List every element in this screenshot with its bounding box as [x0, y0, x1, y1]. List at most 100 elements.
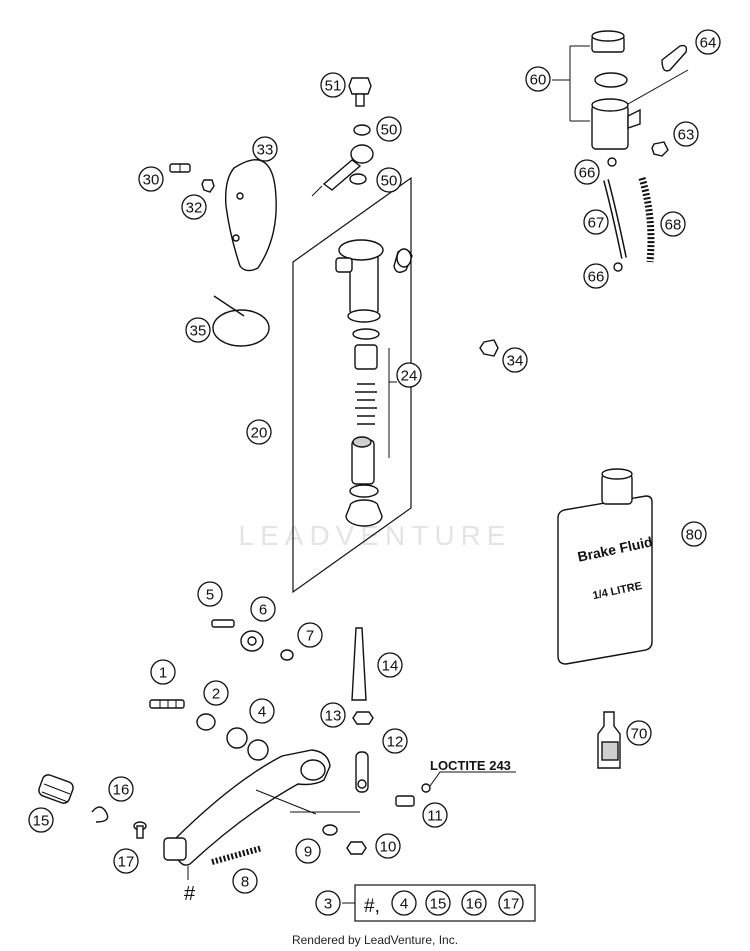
svg-text:33: 33 [257, 142, 274, 159]
svg-text:80: 80 [686, 527, 703, 544]
callout-50-bottom[interactable]: 50 [376, 167, 402, 193]
callout-35[interactable]: 35 [185, 317, 211, 343]
spring-8[interactable] [211, 845, 263, 865]
callout-68[interactable]: 68 [660, 211, 686, 237]
pin-17[interactable] [133, 821, 147, 839]
callout-50-top[interactable]: 50 [376, 116, 402, 142]
spring-16[interactable] [91, 806, 109, 823]
banjo-bolt[interactable] [348, 77, 372, 107]
reservoir-bracket[interactable] [661, 44, 688, 72]
svg-text:34: 34 [507, 353, 524, 370]
callout-7[interactable]: 7 [297, 622, 323, 648]
svg-text:32: 32 [186, 200, 203, 217]
brake-fluid-bottle[interactable]: Brake Fluid 1/4 LITRE [557, 468, 654, 665]
callout-15[interactable]: 15 [28, 807, 54, 833]
pedal-tip-15[interactable] [37, 773, 75, 805]
nut-13[interactable] [352, 711, 374, 725]
callout-63[interactable]: 63 [673, 121, 699, 147]
callout-70[interactable]: 70 [626, 720, 652, 746]
pin-14[interactable] [351, 627, 367, 701]
loctite-bottle[interactable] [597, 711, 621, 769]
svg-text:7: 7 [306, 628, 314, 645]
sealing-washers[interactable] [349, 124, 371, 185]
svg-text:35: 35 [190, 323, 207, 340]
washer-9[interactable] [322, 824, 338, 836]
washer-2[interactable] [196, 713, 216, 731]
protection-hose[interactable] [638, 176, 655, 263]
svg-text:50: 50 [381, 173, 398, 190]
callout-4[interactable]: 4 [249, 698, 275, 724]
kit-part-16[interactable]: 16 [461, 890, 487, 916]
callout-8[interactable]: 8 [232, 868, 258, 894]
callout-33[interactable]: 33 [252, 136, 278, 162]
svg-text:50: 50 [381, 122, 398, 139]
callout-16[interactable]: 16 [108, 776, 134, 802]
kit-part-15[interactable]: 15 [425, 890, 451, 916]
svg-text:4: 4 [258, 704, 266, 721]
footer-credit: Rendered by LeadVenture, Inc. [292, 933, 458, 947]
callout-66-top[interactable]: 66 [574, 159, 600, 185]
svg-text:13: 13 [325, 708, 342, 725]
svg-text:17: 17 [118, 854, 135, 871]
callout-6[interactable]: 6 [250, 596, 276, 622]
kit-part-4[interactable]: 4 [391, 890, 417, 916]
screw-5[interactable] [211, 619, 235, 628]
svg-text:16: 16 [113, 782, 130, 799]
callout-9[interactable]: 9 [295, 838, 321, 864]
callout-5[interactable]: 5 [197, 581, 223, 607]
kit-part-17[interactable]: 17 [498, 890, 524, 916]
callout-64[interactable]: 64 [695, 29, 721, 55]
callout-30[interactable]: 30 [138, 166, 164, 192]
hose-clamp-66-bottom[interactable] [613, 262, 623, 272]
hose-fitting[interactable] [393, 248, 413, 273]
bolt-1[interactable] [149, 699, 185, 709]
reservoir-diaphragm[interactable] [594, 72, 628, 88]
clevis-12[interactable] [355, 751, 369, 793]
bolt-11[interactable] [395, 795, 415, 807]
callout-34[interactable]: 34 [502, 347, 528, 373]
callout-20[interactable]: 20 [246, 419, 272, 445]
bearings-4[interactable] [226, 727, 269, 761]
svg-text:4: 4 [400, 896, 408, 913]
svg-text:64: 64 [700, 35, 717, 52]
callout-10[interactable]: 10 [375, 833, 401, 859]
callout-66-bottom[interactable]: 66 [583, 263, 609, 289]
bushing-6[interactable] [240, 630, 264, 652]
svg-text:20: 20 [251, 425, 268, 442]
screw-63[interactable] [651, 141, 669, 157]
callout-2[interactable]: 2 [203, 680, 229, 706]
callout-12[interactable]: 12 [382, 728, 408, 754]
washer-7[interactable] [280, 649, 294, 661]
piston-kit-parts[interactable] [345, 328, 383, 527]
cable-tie[interactable] [212, 295, 270, 347]
svg-text:14: 14 [382, 658, 399, 675]
brake-pedal[interactable] [163, 749, 331, 866]
master-cylinder-body[interactable] [335, 239, 384, 323]
callout-3[interactable]: 3 [315, 890, 341, 916]
callout-11[interactable]: 11 [422, 802, 448, 828]
hose-clamp-66-top[interactable] [607, 157, 617, 167]
screw-30[interactable] [169, 163, 191, 173]
nut-32[interactable] [201, 179, 215, 193]
callout-17[interactable]: 17 [113, 848, 139, 874]
svg-text:8: 8 [241, 874, 249, 891]
cover-guard[interactable] [224, 159, 277, 272]
callout-24[interactable]: 24 [396, 362, 422, 388]
callout-1[interactable]: 1 [150, 659, 176, 685]
callout-67[interactable]: 67 [583, 209, 609, 235]
svg-text:17: 17 [503, 896, 520, 913]
svg-text:2: 2 [212, 686, 220, 703]
callout-51[interactable]: 51 [320, 72, 346, 98]
reservoir-body[interactable] [591, 98, 641, 150]
callout-60[interactable]: 60 [525, 66, 551, 92]
svg-text:11: 11 [427, 808, 443, 825]
callout-80[interactable]: 80 [681, 521, 707, 547]
svg-text:9: 9 [304, 844, 312, 861]
callout-32[interactable]: 32 [181, 194, 207, 220]
callout-13[interactable]: 13 [320, 702, 346, 728]
nut-10[interactable] [346, 841, 367, 855]
nut-34[interactable] [479, 339, 499, 357]
reservoir-cap[interactable] [591, 30, 625, 53]
brake-hose[interactable] [311, 144, 374, 197]
callout-14[interactable]: 14 [377, 652, 403, 678]
